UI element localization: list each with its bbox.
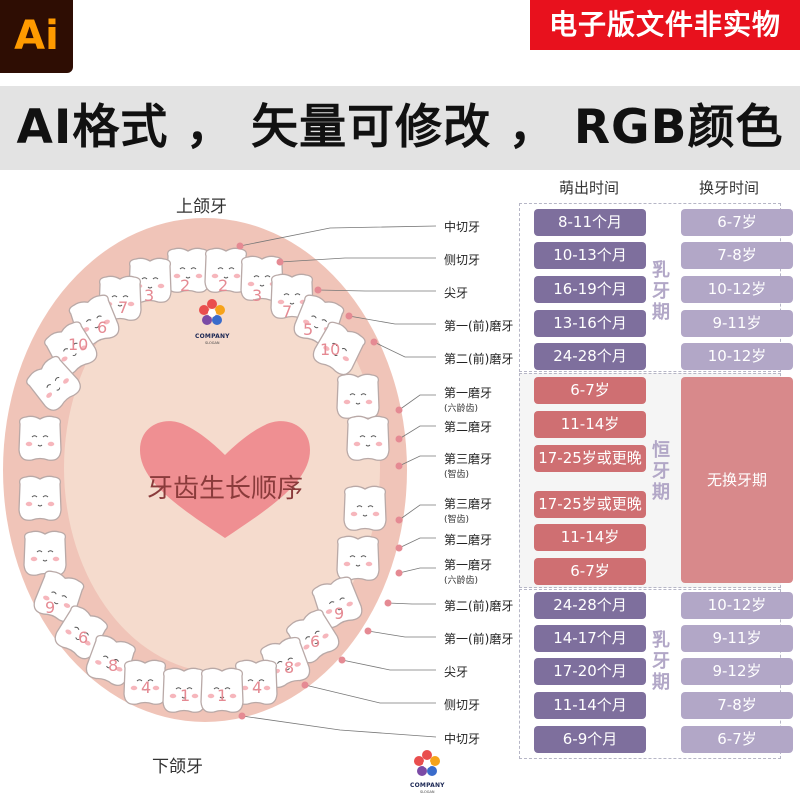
tooth-label: 侧切牙 bbox=[444, 698, 481, 712]
lower-jaw-title: 下颌牙 bbox=[152, 757, 203, 777]
tooth-number: 2 bbox=[218, 276, 229, 295]
heart-shape bbox=[140, 421, 310, 538]
eruption-cell: 17-20个月 bbox=[534, 658, 646, 685]
tooth-label: 第二磨牙 bbox=[444, 533, 493, 547]
format-banner bbox=[0, 86, 800, 170]
eruption-column-header: 萌出时间 bbox=[558, 179, 619, 197]
tooth-number: 6 bbox=[97, 318, 108, 337]
leader-dots bbox=[236, 242, 403, 720]
tooth-upper-left-second-molar bbox=[18, 415, 62, 461]
replacement-cell: 10-12岁 bbox=[681, 343, 793, 370]
eruption-cell: 24-28个月 bbox=[534, 343, 646, 370]
tooth-number: 7 bbox=[118, 298, 129, 317]
tooth-number: 5 bbox=[303, 320, 314, 339]
tooth-upper-right-second-molar bbox=[346, 415, 390, 461]
tooth-label: 第二(前)磨牙 bbox=[444, 599, 514, 613]
dental-arch-diagram bbox=[3, 218, 675, 776]
tooth-label: 中切牙 bbox=[444, 220, 481, 234]
tooth-number: 8 bbox=[108, 656, 119, 675]
primary-lower-group-label: 乳牙期 bbox=[652, 630, 670, 693]
tooth-number: 9 bbox=[334, 604, 345, 623]
permanent-eruption-cell: 17-25岁或更晚 bbox=[534, 445, 646, 472]
tooth-number: 9 bbox=[45, 598, 56, 617]
permanent-group-label: 恒牙期 bbox=[652, 440, 670, 503]
replacement-cell: 10-12岁 bbox=[681, 592, 793, 619]
replacement-cell: 9-11岁 bbox=[681, 625, 793, 652]
permanent-eruption-cell: 11-14岁 bbox=[534, 411, 646, 438]
tooth-lower-right-first-molar bbox=[336, 535, 380, 581]
tooth-number: 2 bbox=[180, 276, 191, 295]
format-banner-text: AI格式 ， 矢量可修改 ， RGB颜色模式 bbox=[16, 100, 784, 239]
eruption-cell: 24-28个月 bbox=[534, 592, 646, 619]
eruption-cell: 14-17个月 bbox=[534, 625, 646, 652]
replacement-cell: 7-8岁 bbox=[681, 692, 793, 719]
replacement-cell: 10-12岁 bbox=[681, 276, 793, 303]
brand-slogan: SLOGAN bbox=[205, 341, 220, 345]
tooth-number: 8 bbox=[284, 658, 295, 677]
leader-lines bbox=[239, 225, 437, 738]
tooth-sublabel: (智齿) bbox=[444, 515, 470, 525]
brand-name: COMPANY bbox=[195, 333, 230, 340]
permanent-eruption-cell: 6-7岁 bbox=[534, 377, 646, 404]
permanent-eruption-cell: 11-14岁 bbox=[534, 524, 646, 551]
tooth-number: 3 bbox=[252, 286, 263, 305]
tooth-label: 第二(前)磨牙 bbox=[444, 352, 514, 366]
tooth-upper-right-first-molar bbox=[336, 373, 380, 419]
center-title: 牙齿生长顺序 bbox=[146, 474, 303, 504]
eruption-cell: 11-14个月 bbox=[534, 692, 646, 719]
tooth-lower-left-second-molar bbox=[18, 475, 62, 521]
tooth-label: 第一磨牙 bbox=[444, 386, 493, 400]
tooth-number: 3 bbox=[144, 286, 155, 305]
tooth-label: 第二磨牙 bbox=[444, 420, 493, 434]
replacement-cell: 6-7岁 bbox=[681, 726, 793, 753]
tooth-number: 6 bbox=[310, 632, 321, 651]
tooth-label: 第三磨牙 bbox=[444, 497, 493, 511]
tooth-label: 中切牙 bbox=[444, 732, 481, 746]
brand-flower-icon bbox=[414, 750, 440, 776]
digital-file-badge: 电子版文件非实物 bbox=[530, 0, 800, 50]
tooth-lower-left-first-molar bbox=[23, 530, 67, 576]
brand-name: COMPANY bbox=[410, 782, 445, 789]
eruption-cell: 8-11个月 bbox=[534, 209, 646, 236]
tooth-number: 10 bbox=[68, 335, 89, 354]
eruption-cell: 13-16个月 bbox=[534, 310, 646, 337]
replacement-cell: 7-8岁 bbox=[681, 242, 793, 269]
tooth-label: 第三磨牙 bbox=[444, 452, 493, 466]
no-replacement-block: 无换牙期 bbox=[681, 377, 793, 583]
tooth-lower-right-second-molar bbox=[343, 485, 387, 531]
primary-upper-group-label: 乳牙期 bbox=[652, 260, 670, 323]
tooth-label: 第一(前)磨牙 bbox=[444, 632, 514, 646]
upper-jaw-title: 上颌牙 bbox=[176, 197, 227, 217]
ai-app-logo: Ai bbox=[0, 0, 73, 73]
brand-flower-icon bbox=[199, 299, 225, 325]
eruption-cell: 6-9个月 bbox=[534, 726, 646, 753]
tooth-sublabel: (六龄齿) bbox=[444, 576, 479, 586]
brand-slogan: SLOGAN bbox=[420, 790, 435, 794]
eruption-cell: 16-19个月 bbox=[534, 276, 646, 303]
replacement-cell: 9-11岁 bbox=[681, 310, 793, 337]
tooth-number: 4 bbox=[252, 678, 263, 697]
replacement-cell: 6-7岁 bbox=[681, 209, 793, 236]
tooth-label: 尖牙 bbox=[444, 286, 469, 300]
tooth-number: 1 bbox=[180, 686, 191, 705]
permanent-eruption-cell: 6-7岁 bbox=[534, 558, 646, 585]
tooth-sublabel: (六龄齿) bbox=[444, 404, 479, 414]
tooth-number: 6 bbox=[78, 628, 89, 647]
tooth-sublabel: (智齿) bbox=[444, 470, 470, 480]
tooth-number: 7 bbox=[282, 302, 293, 321]
tooth-label: 侧切牙 bbox=[444, 253, 481, 267]
tooth-label: 尖牙 bbox=[444, 665, 469, 679]
tooth-number: 1 bbox=[217, 686, 228, 705]
tooth-label: 第一(前)磨牙 bbox=[444, 319, 514, 333]
tooth-label: 第一磨牙 bbox=[444, 558, 493, 572]
tooth-number: 4 bbox=[141, 678, 152, 697]
replacement-cell: 9-12岁 bbox=[681, 658, 793, 685]
permanent-eruption-cell: 17-25岁或更晚 bbox=[534, 491, 646, 518]
tooth-number: 10 bbox=[320, 340, 341, 359]
replacement-column-header: 换牙时间 bbox=[698, 179, 759, 197]
eruption-cell: 10-13个月 bbox=[534, 242, 646, 269]
